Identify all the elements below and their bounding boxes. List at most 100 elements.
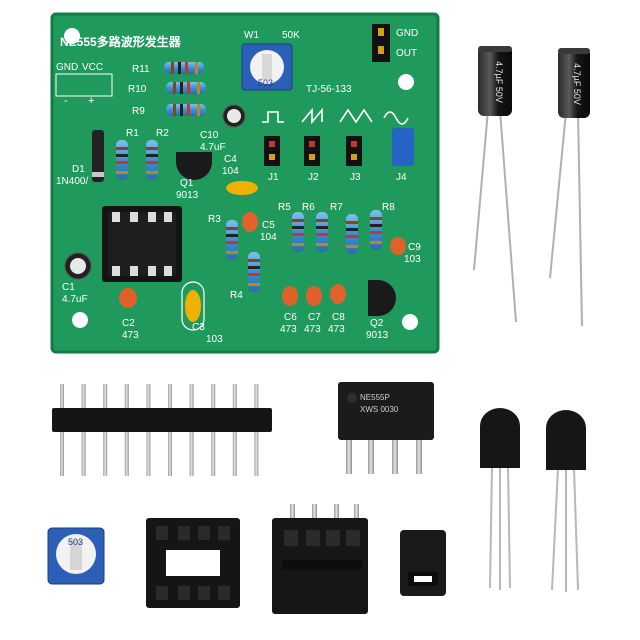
plus-label: + xyxy=(88,95,94,107)
model-label: TJ-56-133 xyxy=(306,84,352,95)
resistor-r11 xyxy=(164,62,204,74)
jumper-j2 xyxy=(304,136,320,166)
electrolytic-capacitor-right: 4.7µF 50V xyxy=(549,48,590,327)
resistor-r6 xyxy=(316,212,328,252)
ic-socket-loose-2 xyxy=(272,504,368,614)
c2-ref: C2 xyxy=(122,318,135,329)
c7-ref: C7 xyxy=(308,312,321,323)
j2-label: J2 xyxy=(308,172,319,183)
jumper-j4 xyxy=(392,128,414,166)
c4-value: 104 xyxy=(222,166,239,177)
elec-right-label: 4.7µF 50V xyxy=(572,63,582,105)
diode-d1 xyxy=(92,130,104,182)
ic-label-2: XWS 0030 xyxy=(360,405,399,414)
pot-code: 503 xyxy=(258,78,273,88)
ic-socket-loose-1 xyxy=(146,518,240,608)
j1-label: J1 xyxy=(268,172,279,183)
c3-value: 103 xyxy=(206,334,223,345)
output-header xyxy=(372,24,390,62)
waveform-symbols xyxy=(262,107,409,125)
q1-part: 9013 xyxy=(176,190,199,201)
pot-ref: W1 xyxy=(244,30,259,41)
c9-ref: C9 xyxy=(408,242,421,253)
transistor-q2 xyxy=(368,280,396,316)
capacitor-c2 xyxy=(119,288,137,308)
c10-ref: C10 xyxy=(200,130,219,141)
d1-ref: D1 xyxy=(72,164,85,175)
transistor-q1 xyxy=(176,152,212,180)
resistor-r8 xyxy=(370,210,382,250)
r7-label: R7 xyxy=(330,202,343,213)
gnd-label: GND xyxy=(56,62,78,73)
d1-part: 1N400/ xyxy=(56,176,88,187)
elec-left-label: 4.7µF 50V xyxy=(494,61,504,103)
capacitor-c10 xyxy=(222,104,246,128)
out-gnd-label: GND xyxy=(396,28,418,39)
capacitor-c5 xyxy=(242,212,258,232)
r5-label: R5 xyxy=(278,202,291,213)
c6-ref: C6 xyxy=(284,312,297,323)
transistor-loose-right xyxy=(546,410,586,592)
electrolytic-capacitor-left: 4.7µF 50V xyxy=(473,46,517,323)
c6-value: 473 xyxy=(280,324,297,335)
q1-ref: Q1 xyxy=(180,178,194,189)
r1-label: R1 xyxy=(126,128,139,139)
pot-value: 50K xyxy=(282,30,300,41)
c9-value: 103 xyxy=(404,254,421,265)
resistor-r3 xyxy=(226,220,238,260)
header-plastic-body xyxy=(52,408,272,432)
j4-label: J4 xyxy=(396,172,407,183)
r11-label: R11 xyxy=(132,64,150,75)
c5-value: 104 xyxy=(260,232,277,243)
transistor-loose-left xyxy=(480,408,520,590)
r10-label: R10 xyxy=(128,84,147,95)
resistor-r2 xyxy=(146,140,158,180)
jumper-j1 xyxy=(264,136,280,166)
r4-label: R4 xyxy=(230,290,243,301)
ne555-ic-chip: NE555P XWS 0030 xyxy=(338,382,434,474)
resistor-r1 xyxy=(116,140,128,180)
c3-ref: C3 xyxy=(192,322,205,333)
ic-socket-board xyxy=(102,206,182,282)
resistor-r9 xyxy=(166,104,206,116)
jumper-cap xyxy=(400,530,446,596)
ic-label-1: NE555P xyxy=(360,393,390,402)
mounting-hole xyxy=(72,312,88,328)
capacitor-c8 xyxy=(330,284,346,304)
q2-ref: Q2 xyxy=(370,318,384,329)
resistor-r5 xyxy=(292,212,304,252)
pcb-board: NE555多路波形发生器 GND VCC - + R11 R10 R9 W1 5… xyxy=(50,12,440,354)
c7-value: 473 xyxy=(304,324,321,335)
capacitor-c4 xyxy=(226,181,258,195)
r9-label: R9 xyxy=(132,106,145,117)
resistor-r7 xyxy=(346,214,358,254)
r2-label: R2 xyxy=(156,128,169,139)
mounting-hole xyxy=(64,28,80,44)
c1-ref: C1 xyxy=(62,282,75,293)
potentiometer-w1: 503 xyxy=(241,43,293,91)
capacitor-c7 xyxy=(306,286,322,306)
mounting-hole xyxy=(398,74,414,90)
r3-label: R3 xyxy=(208,214,221,225)
c8-value: 473 xyxy=(328,324,345,335)
j3-label: J3 xyxy=(350,172,361,183)
out-label: OUT xyxy=(396,48,417,59)
q2-part: 9013 xyxy=(366,330,389,341)
c4-ref: C4 xyxy=(224,154,237,165)
c10-value: 4.7uF xyxy=(200,142,226,153)
c5-ref: C5 xyxy=(262,220,275,231)
c2-value: 473 xyxy=(122,330,139,341)
c1-value: 4.7uF xyxy=(62,294,88,305)
trimmer-code: 503 xyxy=(68,537,83,547)
minus-label: - xyxy=(64,95,68,107)
capacitor-c6 xyxy=(282,286,298,306)
resistor-r10 xyxy=(166,82,206,94)
capacitor-c9 xyxy=(390,237,406,255)
c8-ref: C8 xyxy=(332,312,345,323)
jumper-j3 xyxy=(346,136,362,166)
r6-label: R6 xyxy=(302,202,315,213)
trimmer-potentiometer: 503 xyxy=(47,527,105,585)
pcb-title: NE555多路波形发生器 xyxy=(60,34,182,49)
vcc-label: VCC xyxy=(82,62,103,73)
